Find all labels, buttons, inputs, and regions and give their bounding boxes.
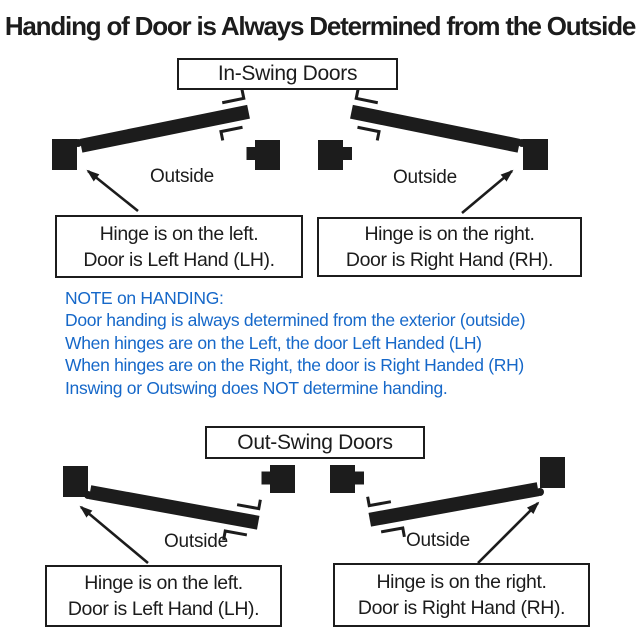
strike-tab <box>246 147 256 160</box>
note-line: Door handing is always determined from t… <box>65 310 526 331</box>
pointer-arrow <box>477 501 540 564</box>
hinge-jamb-block <box>540 457 565 488</box>
caption-line: Door is Right Hand (RH). <box>357 597 566 619</box>
pointer-arrow <box>461 169 514 214</box>
out-swing-section-label: Out-Swing Doors <box>205 426 425 459</box>
note-line: NOTE on HANDING: <box>65 288 224 308</box>
outside-label-in-left: Outside <box>149 166 215 187</box>
out-swing-left-door-diagram <box>63 465 295 564</box>
in-swing-section-label: In-Swing Doors <box>177 58 398 90</box>
caption-out-swing-right: Hinge is on the right. Door is Right Han… <box>333 563 590 627</box>
outside-label-out-right: Outside <box>405 530 471 551</box>
strike-tab <box>343 147 352 160</box>
outside-label-in-right: Outside <box>392 167 458 188</box>
page-title: Handing of Door is Always Determined fro… <box>4 11 637 41</box>
hinge-knuckle <box>518 139 526 147</box>
caption-out-swing-left: Hinge is on the left. Door is Left Hand … <box>45 565 282 627</box>
caption-line: Hinge is on the right. <box>376 571 547 593</box>
in-swing-left-door-diagram <box>52 87 280 213</box>
door-leaf <box>74 87 255 170</box>
caption-line: Door is Right Hand (RH). <box>345 249 554 271</box>
hinge-knuckle <box>74 139 82 147</box>
in-swing-label-text: In-Swing Doors <box>217 62 358 85</box>
hinge-jamb-block <box>52 139 77 170</box>
latch-jamb-block <box>270 465 295 493</box>
hinge-jamb-block <box>63 466 88 497</box>
caption-in-swing-left: Hinge is on the left. Door is Left Hand … <box>55 215 303 278</box>
strike-tab <box>355 471 364 485</box>
latch-jamb-block <box>330 465 355 493</box>
caption-in-swing-right: Hinge is on the right. Door is Right Han… <box>317 217 582 277</box>
door-leaf <box>345 87 526 170</box>
latch-jamb-block <box>318 140 343 170</box>
pointer-arrow <box>86 169 139 213</box>
caption-line: Hinge is on the right. <box>364 223 535 245</box>
handing-note: NOTE on HANDING: Door handing is always … <box>65 287 605 399</box>
caption-line: Door is Left Hand (LH). <box>83 248 275 271</box>
caption-line: Door is Left Hand (LH). <box>67 598 260 620</box>
in-swing-right-door-diagram <box>318 87 548 214</box>
pointer-arrow <box>79 505 149 564</box>
strike-tab <box>261 471 271 485</box>
caption-line: Hinge is on the left. <box>99 222 259 245</box>
note-line: When hinges are on the Left, the door Le… <box>65 332 482 353</box>
out-swing-right-door-diagram <box>330 457 565 564</box>
out-swing-label-text: Out-Swing Doors <box>237 430 393 454</box>
hinge-jamb-block <box>523 139 548 170</box>
note-line: Inswing or Outswing does NOT determine h… <box>65 377 448 398</box>
caption-line: Hinge is on the left. <box>84 572 243 594</box>
outside-label-out-left: Outside <box>163 531 229 552</box>
latch-jamb-block <box>255 140 280 170</box>
note-line: When hinges are on the Right, the door i… <box>65 355 524 376</box>
